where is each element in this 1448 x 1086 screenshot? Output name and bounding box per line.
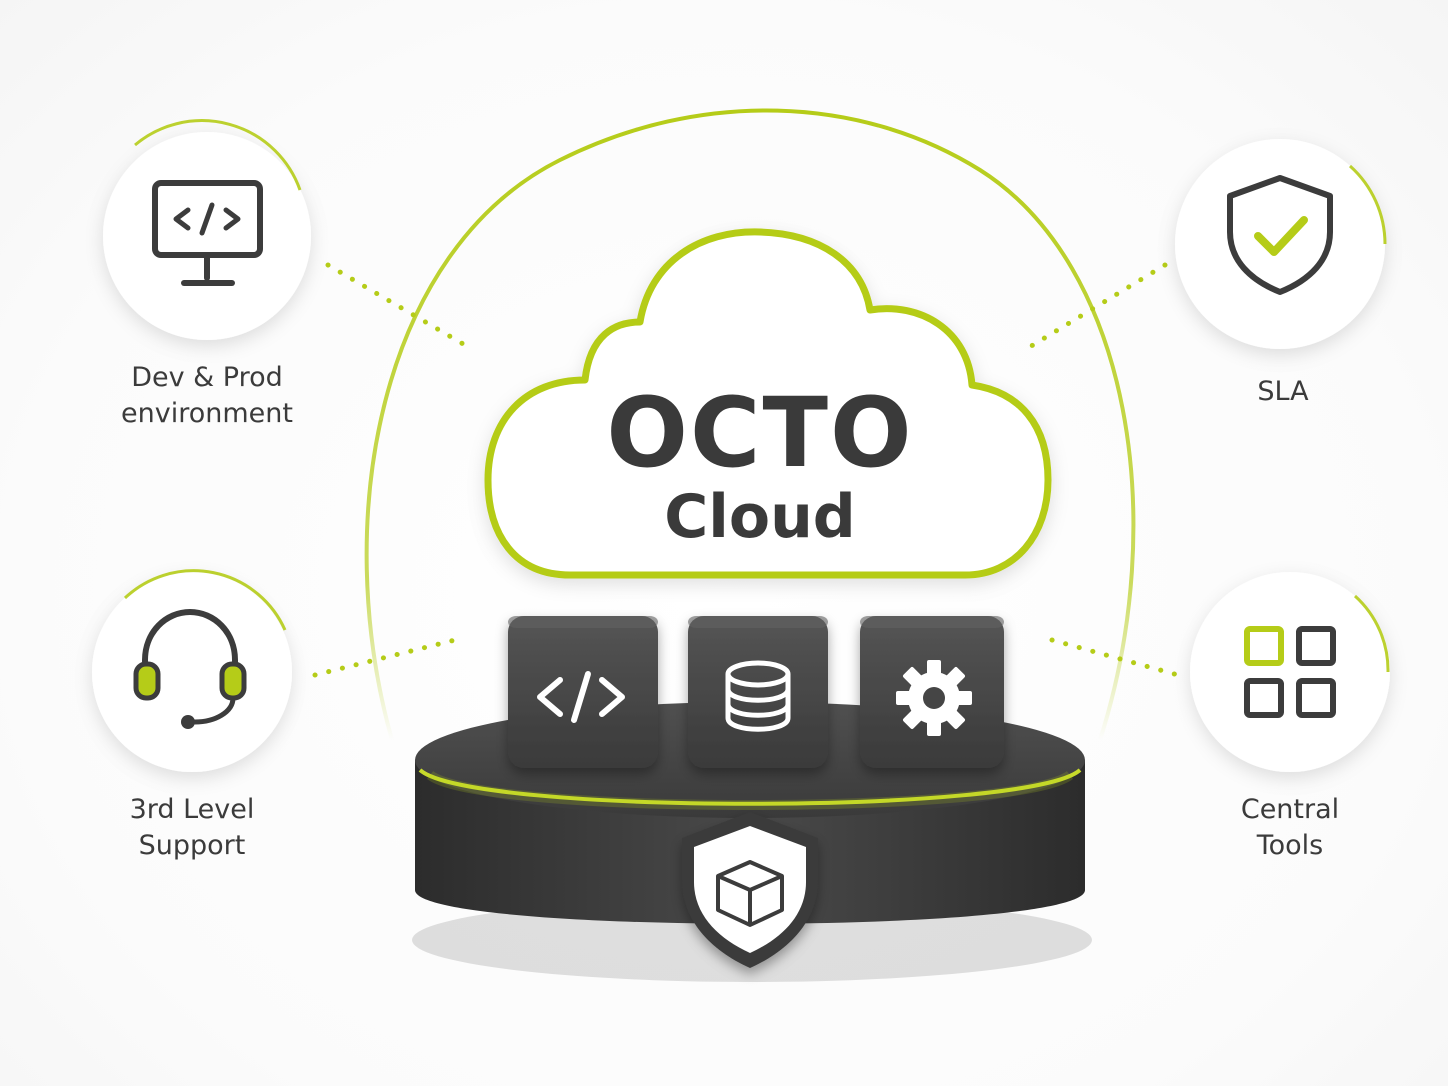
feature-label-sla: SLA — [1257, 376, 1309, 407]
connector-lines — [312, 262, 1181, 678]
grid-apps-icon — [1244, 626, 1336, 718]
connector-support — [312, 637, 458, 678]
connector-sla — [1025, 262, 1168, 351]
connector-dev-prod — [325, 262, 473, 351]
block-code — [508, 616, 658, 768]
block-database — [688, 616, 828, 768]
database-icon — [725, 660, 791, 732]
cloud-title: OCTO — [606, 377, 914, 489]
feature-circle-sla — [1175, 139, 1387, 349]
service-blocks — [508, 616, 1004, 768]
feature-circle-tools — [1190, 572, 1390, 772]
feature-label-support: 3rd Level Support — [129, 794, 255, 861]
shield-badge — [682, 812, 818, 968]
feature-circle-dev-prod — [103, 119, 311, 340]
feature-label-dev-prod: Dev & Prod environment — [121, 362, 293, 429]
monitor-code-icon — [152, 180, 263, 286]
cloud-subtitle: Cloud — [664, 482, 856, 552]
feature-label-tools: Central Tools — [1240, 794, 1340, 861]
connector-tools — [1049, 637, 1181, 678]
cloud-shape — [484, 228, 1052, 579]
headset-icon — [133, 609, 247, 729]
gear-icon — [896, 660, 972, 736]
shield-cube-icon — [716, 860, 784, 927]
orbit-arc — [364, 108, 1136, 741]
shield-check-icon — [1227, 175, 1333, 295]
code-icon — [537, 671, 625, 723]
feature-circle-support — [92, 569, 292, 772]
block-gear — [860, 616, 1004, 768]
